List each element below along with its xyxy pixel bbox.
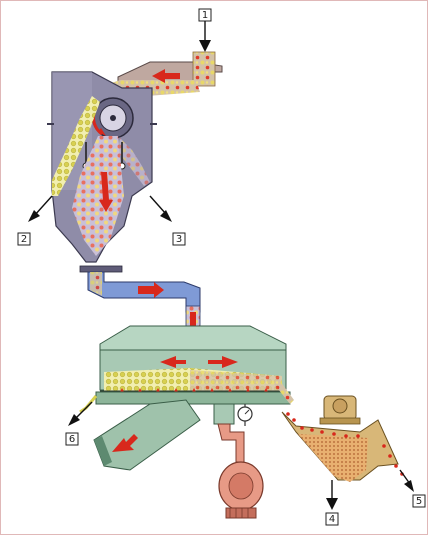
feed-hopper — [193, 52, 215, 86]
outlet-3-group: 3 — [150, 196, 185, 245]
gravity-table — [96, 326, 294, 404]
label-6-text: 6 — [69, 434, 75, 445]
outlet-5-group: 5 — [400, 470, 425, 507]
outlet-4-group: 4 — [326, 480, 338, 525]
outlet-2-group: 2 — [18, 196, 52, 245]
label-1-group: 1 — [199, 9, 211, 52]
outlet-3-arrow — [150, 196, 166, 214]
outlet-6-group: 6 — [66, 396, 96, 445]
fan-assembly — [214, 404, 263, 518]
hopper-fill — [298, 434, 368, 482]
label-3-text: 3 — [176, 234, 182, 245]
label-5-text: 5 — [416, 496, 422, 507]
separator-housing — [47, 72, 157, 262]
fan-pipe — [218, 424, 244, 462]
label-1-text: 1 — [202, 10, 208, 21]
inlet-arrow-head — [199, 40, 211, 52]
label-2-text: 2 — [21, 234, 27, 245]
label-4-text: 4 — [329, 514, 335, 525]
air-intake — [94, 400, 200, 470]
discharge-hopper — [282, 396, 404, 482]
